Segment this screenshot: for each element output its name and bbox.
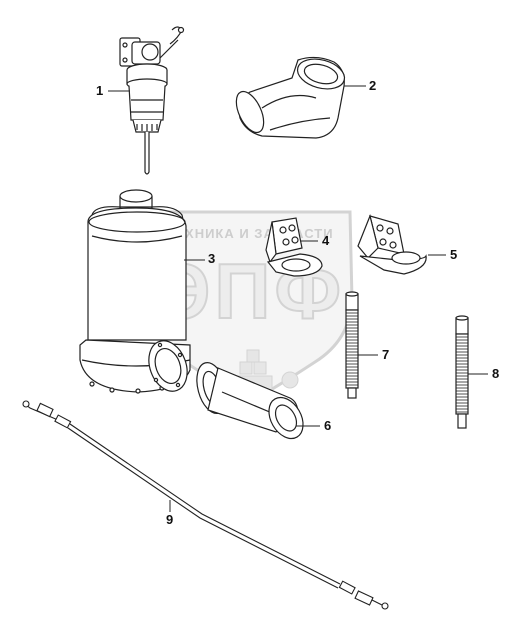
part-5-bracket	[357, 214, 427, 275]
leader-lines	[108, 85, 488, 512]
part-8-corrugated-hose	[455, 315, 469, 429]
part-2-elbow-hose	[235, 56, 346, 139]
callout-4: 4	[322, 233, 330, 248]
watermark-text: ТЕХНИКА И ЗАПЧАСТИ	[166, 226, 333, 241]
callout-6: 6	[324, 418, 332, 433]
callout-8: 8	[492, 366, 500, 381]
part-6-intake-pipe	[196, 362, 304, 440]
callout-1: 1	[96, 83, 104, 98]
part-9-control-cable	[22, 400, 389, 610]
part-4-bracket	[265, 217, 323, 277]
part-7-corrugated-hose	[345, 291, 359, 399]
callout-9: 9	[166, 512, 174, 527]
callout-3: 3	[208, 251, 216, 266]
watermark-grain-icon	[233, 349, 299, 397]
part-1-fuel-filter	[119, 26, 185, 175]
callout-5: 5	[450, 247, 458, 262]
part-3-air-cleaner	[79, 189, 191, 394]
callout-2: 2	[369, 78, 377, 93]
callout-7: 7	[382, 347, 390, 362]
